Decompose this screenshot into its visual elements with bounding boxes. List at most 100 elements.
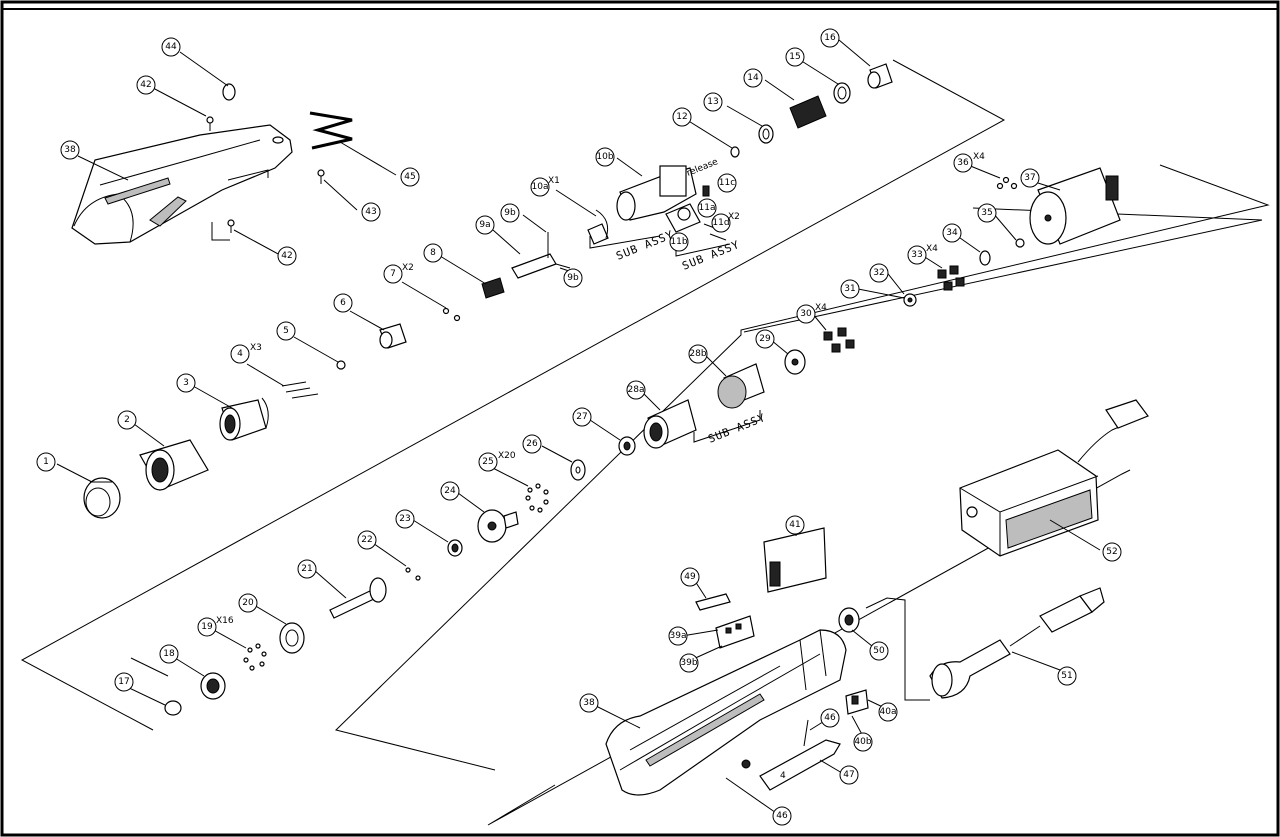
part-12-ring: [730, 146, 740, 158]
part-38-housing-bottom: [605, 629, 847, 796]
part-50-plug: [838, 607, 860, 633]
part-39a-switch: [715, 615, 755, 649]
callout-circle-16: [820, 28, 840, 48]
callout-circle-38b: [579, 693, 599, 713]
part-35-gear: [1015, 238, 1025, 248]
callout-circle-46b: [772, 806, 792, 826]
callout-circle-6: [333, 293, 353, 313]
part-1-ring: [83, 477, 121, 519]
callout-circle-33: [907, 245, 927, 265]
callout-circle-27: [572, 407, 592, 427]
callout-circle-11b: [669, 232, 689, 252]
callout-circle-11d: [711, 213, 731, 233]
callout-42b: 42: [281, 251, 292, 261]
callout-10b: 10b: [596, 152, 613, 162]
callout-28a: 28a: [628, 385, 645, 395]
callout-circle-9a: [475, 215, 495, 235]
part-36-screws: [996, 176, 1018, 190]
part-19-balls: [243, 643, 267, 671]
part-5-ball: [336, 360, 346, 370]
callout-39b: 39b: [680, 658, 697, 668]
callout-11c: 11c: [719, 178, 735, 188]
callout-41: 41: [789, 520, 800, 530]
callout-6: 6: [340, 298, 346, 308]
callout-49: 49: [684, 572, 696, 582]
callout-39a: 39a: [670, 631, 687, 641]
callout-4: 4: [237, 349, 243, 359]
callout-32: 32: [873, 268, 884, 278]
callout-circle-15: [785, 47, 805, 67]
callout-circle-22: [357, 530, 377, 550]
part-28a-housing: [643, 399, 697, 449]
sub-assy-label-2: SUB ASSY: [680, 238, 741, 273]
callout-circle-28a: [626, 380, 646, 400]
callout-43: 43: [365, 207, 376, 217]
callout-23: 23: [399, 514, 410, 524]
callout-27: 27: [576, 412, 587, 422]
callout-circle-18: [159, 644, 179, 664]
callout-9b: 9b: [504, 208, 516, 218]
callout-circle-38a: [60, 140, 80, 160]
callout-circle-49: [680, 567, 700, 587]
callout-circle-39b: [679, 653, 699, 673]
leader-lines: [56, 39, 1101, 816]
part-15-washer: [833, 82, 851, 104]
callout-circle-30: [796, 304, 816, 324]
callout-17: 17: [118, 677, 129, 687]
callout-25: 25: [482, 457, 493, 467]
callout-circle-34: [942, 223, 962, 243]
callout-circle-28b: [688, 344, 708, 364]
callout-circle-52: [1102, 542, 1122, 562]
quantity-10a: X1: [548, 176, 560, 186]
callout-circle-31: [840, 279, 860, 299]
callout-circle-46a: [820, 708, 840, 728]
callout-circle-41: [785, 515, 805, 535]
part-2-nose: [139, 439, 209, 491]
part-29-carrier: [784, 349, 806, 375]
quantity-36: X4: [973, 152, 985, 162]
callout-labels: 444238454342123456789a9b9b10a10b11a11b11…: [36, 28, 1122, 826]
callout-2: 2: [124, 415, 130, 425]
part-9a-shaft: [511, 232, 571, 279]
callout-circle-20: [238, 593, 258, 613]
callout-circle-2: [117, 410, 137, 430]
callout-circle-35: [977, 203, 997, 223]
part-33-gears: [937, 265, 965, 291]
part-43-screw: [317, 169, 325, 184]
callout-18: 18: [163, 649, 175, 659]
callout-28b: 28b: [689, 349, 706, 359]
callout-circle-3: [176, 373, 196, 393]
callout-11b: 11b: [670, 237, 687, 247]
callout-35: 35: [981, 208, 992, 218]
callout-52: 52: [1106, 547, 1117, 557]
callout-circle-39a: [668, 626, 688, 646]
part-10b-clutch: [616, 165, 697, 221]
callout-circle-29: [755, 329, 775, 349]
callout-11d: 11d: [712, 218, 729, 228]
part-28b-housing: [717, 363, 765, 409]
callout-38b: 38: [583, 698, 595, 708]
callout-9b2: 9b: [567, 273, 579, 283]
svg-text:4: 4: [780, 771, 786, 781]
quantity-30: X4: [815, 303, 827, 313]
callout-31: 31: [844, 284, 855, 294]
callout-51: 51: [1061, 671, 1072, 681]
callout-circle-23: [395, 509, 415, 529]
callout-circle-45: [400, 167, 420, 187]
part-30-gears: [823, 327, 855, 353]
callout-circle-7: [383, 264, 403, 284]
callout-circle-40a: [878, 702, 898, 722]
callout-circle-5: [276, 321, 296, 341]
callout-47: 47: [843, 770, 854, 780]
callout-circle-40b: [853, 732, 873, 752]
callout-38a: 38: [64, 145, 76, 155]
callout-16: 16: [824, 33, 836, 43]
callout-circle-10a: [530, 177, 550, 197]
part-51-cable: [929, 587, 1105, 699]
part-44-cap: [222, 83, 236, 101]
callout-circle-50: [869, 641, 889, 661]
part-20-bushing: [279, 622, 305, 654]
callout-circle-26: [522, 434, 542, 454]
callout-15: 15: [789, 52, 800, 62]
